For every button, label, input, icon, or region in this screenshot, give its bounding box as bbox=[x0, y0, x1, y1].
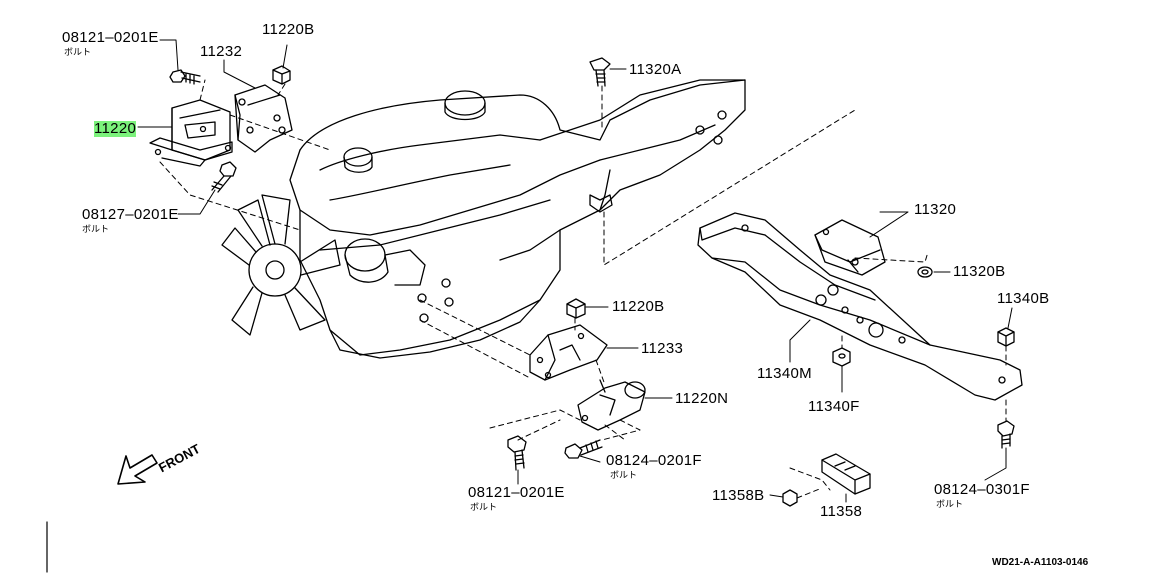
label-bolt-08121-bottom: ボルト bbox=[470, 502, 498, 512]
label-11220n[interactable]: 11220N bbox=[675, 390, 729, 407]
bracket-11233 bbox=[529, 324, 608, 381]
bolt-08124-0201f bbox=[564, 439, 603, 459]
label-11232[interactable]: 11232 bbox=[200, 43, 243, 60]
label-11233[interactable]: 11233 bbox=[641, 340, 684, 357]
transmission-mount-11320 bbox=[814, 219, 886, 276]
label-bolt-08124-0201f: ボルト bbox=[610, 470, 638, 480]
nut-11340b bbox=[997, 327, 1015, 347]
label-11220b-mid[interactable]: 11220B bbox=[612, 298, 665, 315]
front-arrow-icon bbox=[117, 454, 158, 485]
dashed-alignment-lines bbox=[159, 79, 1007, 499]
label-11340f[interactable]: 11340F bbox=[808, 398, 860, 415]
diagram-reference-code: WD21-A-A1103-0146 bbox=[992, 557, 1089, 568]
leader-lines bbox=[137, 39, 1013, 503]
label-bolt-08124-0301f: ボルト bbox=[936, 499, 964, 509]
label-08121-0201e-top[interactable]: 08121–0201E bbox=[62, 29, 159, 46]
bolt-08127 bbox=[211, 161, 237, 193]
crossmember-11340m bbox=[697, 212, 1023, 401]
label-08121-0201e-bottom[interactable]: 08121–0201E bbox=[468, 484, 565, 501]
nut-11220b-top bbox=[272, 65, 291, 85]
nut-11340f bbox=[832, 347, 851, 367]
bolt-08124-0301f bbox=[997, 420, 1015, 449]
stopper-11358 bbox=[821, 453, 871, 495]
nut-11358b bbox=[782, 489, 798, 507]
label-08124-0301f[interactable]: 08124–0301F bbox=[934, 481, 1030, 498]
label-08127-0201e[interactable]: 08127–0201E bbox=[82, 206, 179, 223]
label-11220-highlighted[interactable]: 11220 bbox=[94, 120, 137, 137]
engine-mount-11220 bbox=[149, 99, 233, 167]
nut-11220b-mid bbox=[566, 298, 586, 319]
label-bolt-top: ボルト bbox=[64, 47, 92, 57]
bracket-11232 bbox=[234, 84, 293, 153]
engine-mount-11220n bbox=[577, 379, 646, 431]
bolt-11320a bbox=[589, 57, 611, 87]
label-11320b[interactable]: 11320B bbox=[953, 263, 1006, 280]
label-bolt-08127: ボルト bbox=[82, 224, 110, 234]
engine-assembly bbox=[289, 79, 746, 359]
label-11320a[interactable]: 11320A bbox=[629, 61, 682, 78]
label-11320[interactable]: 11320 bbox=[914, 201, 957, 218]
label-11340b[interactable]: 11340B bbox=[997, 290, 1050, 307]
label-11358b[interactable]: 11358B bbox=[712, 487, 765, 504]
label-11220b-top[interactable]: 11220B bbox=[262, 21, 315, 38]
label-08124-0201f[interactable]: 08124–0201F bbox=[606, 452, 702, 469]
label-11358[interactable]: 11358 bbox=[820, 503, 863, 520]
cooling-fan bbox=[221, 194, 341, 336]
bolt-08121-top bbox=[169, 69, 201, 85]
label-11340m[interactable]: 11340M bbox=[757, 365, 812, 382]
bolt-08121-bottom bbox=[507, 435, 527, 471]
nut-11320b bbox=[917, 266, 933, 278]
